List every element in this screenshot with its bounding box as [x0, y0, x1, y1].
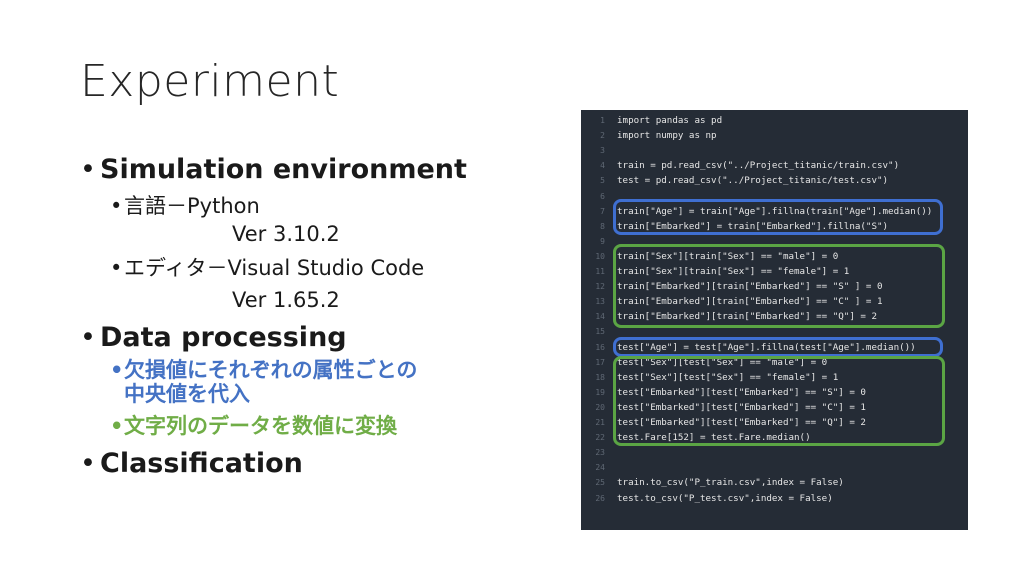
code-line-number: 9: [600, 236, 605, 246]
bullet-simulation-environment: Simulation environment: [80, 152, 560, 188]
code-line-number: 17: [595, 357, 605, 367]
code-line: train["Embarked"][train["Embarked"] == "…: [617, 311, 877, 323]
code-line-number: 25: [595, 478, 605, 488]
missing-values-line-2: 中央値を代入: [124, 382, 250, 406]
editor-version: Ver 1.65.2: [232, 288, 340, 312]
bullet-editor: エディタ－Visual Studio Code: [80, 254, 560, 282]
missing-values-line-1: 欠損値にそれぞれの属性ごとの: [124, 358, 418, 382]
slide-title: Experiment: [80, 56, 340, 107]
code-line-number: 3: [600, 146, 605, 156]
code-line: train["Sex"][train["Sex"] == "male"] = 0: [617, 250, 839, 262]
bullet-list: Simulation environment 言語－Python Ver 3.1…: [80, 152, 560, 482]
code-line-number: 1: [600, 116, 605, 125]
code-line-number: 22: [595, 433, 605, 443]
code-line-number: 21: [595, 418, 605, 427]
highlight-test-fillna: [613, 337, 943, 357]
bullet-missing-values: 欠損値にそれぞれの属性ごとの 中央値を代入: [80, 358, 560, 406]
bullet-language: 言語－Python: [80, 192, 560, 220]
code-line: test["Embarked"][test["Embarked"] == "S"…: [617, 386, 866, 398]
code-line: train["Embarked"] = train["Embarked"].fi…: [617, 220, 889, 232]
code-line: train["Embarked"][train["Embarked"] == "…: [617, 281, 883, 293]
code-line-number: 26: [595, 493, 605, 503]
code-line-number: 14: [595, 312, 605, 322]
code-line-number: 5: [600, 176, 605, 186]
code-line: train["Age"] = train["Age"].fillna(train…: [617, 205, 933, 217]
code-line-number: 8: [600, 221, 605, 231]
code-line-number: 23: [595, 448, 605, 458]
code-line: test["Embarked"][test["Embarked"] == "Q"…: [617, 417, 866, 428]
highlight-test-encoding: [613, 356, 945, 446]
code-line-number: 18: [595, 372, 605, 382]
code-line: test.Fare[152] = test.Fare.median(): [617, 432, 811, 444]
highlight-train-encoding: [613, 244, 945, 328]
bullet-string-conversion: 文字列のデータを数値に変換: [80, 412, 560, 440]
code-line: train["Sex"][train["Sex"] == "female"] =…: [617, 266, 850, 277]
code-line: import pandas as pd: [617, 115, 723, 126]
bullet-classification: Classification: [80, 446, 560, 482]
code-line-number: 4: [600, 161, 605, 171]
code-line: train.to_csv("P_train.csv",index = False…: [617, 477, 844, 489]
code-line: test["Age"] = test["Age"].fillna(test["A…: [617, 341, 916, 353]
code-line: test.to_csv("P_test.csv",index = False): [617, 492, 833, 504]
code-line-number: 2: [600, 131, 605, 141]
code-line-number: 20: [595, 402, 605, 412]
code-line-number: 10: [595, 251, 605, 261]
code-line-number: 13: [595, 297, 605, 307]
code-line: import numpy as np: [617, 130, 717, 142]
code-line-number: 19: [595, 387, 605, 397]
code-line-number: 16: [595, 342, 605, 352]
code-line-number: 11: [595, 267, 605, 276]
code-line: test["Sex"][test["Sex"] == "male"] = 0: [617, 356, 828, 368]
code-editor-screenshot: 1 import pandas as pd 2 import numpy as np 3…: [581, 110, 968, 530]
code-line-number: 15: [595, 327, 605, 337]
bullet-data-processing: Data processing: [80, 320, 560, 356]
code-line: test["Embarked"][test["Embarked"] == "C"…: [617, 401, 866, 413]
code-line-number: 12: [595, 282, 605, 292]
code-line-number: 24: [595, 463, 605, 473]
code-line: test["Sex"][test["Sex"] == "female"] = 1: [617, 371, 839, 383]
code-line: test = pd.read_csv("../Project_titanic/t…: [617, 175, 889, 187]
code-line: train = pd.read_csv("../Project_titanic/…: [617, 160, 900, 172]
code-line-number: 7: [600, 206, 605, 216]
code-line: train["Embarked"][train["Embarked"] == "…: [617, 296, 883, 308]
language-version: Ver 3.10.2: [232, 222, 340, 246]
code-line-number: 6: [600, 191, 605, 201]
highlight-train-fillna: [613, 199, 943, 235]
